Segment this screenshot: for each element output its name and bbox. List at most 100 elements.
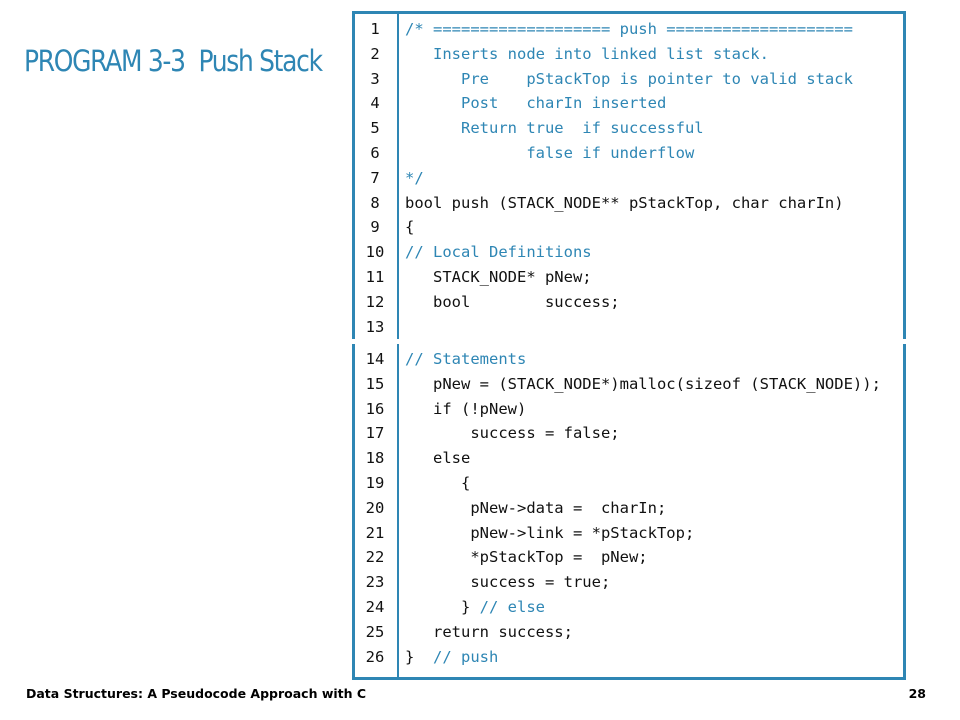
trailing-comment: // else [479, 598, 545, 616]
code-comment: /* =================== push ============… [405, 17, 853, 42]
line-number: 1 [370, 20, 380, 38]
code-text: *pStackTop = pNew; [405, 545, 648, 570]
line-number: 5 [370, 119, 380, 138]
line-number: 24 [365, 598, 385, 616]
code-statement: if (!pNew) [405, 399, 527, 418]
code-line: 2 Inserts node into linked list stack. [355, 42, 903, 67]
line-number: 13 [365, 317, 385, 336]
code-statement: { [405, 218, 415, 237]
gutter-divider [397, 344, 399, 677]
code-text: pNew = (STACK_NODE*)malloc(sizeof (STACK… [405, 372, 881, 397]
code-statement: STACK_NODE* pNew; [405, 268, 592, 286]
code-line: 22 *pStackTop = pNew; [355, 545, 903, 570]
line-number: 18 [365, 449, 385, 468]
code-text: pNew->data = charIn; [405, 496, 666, 521]
line-number: 17 [365, 424, 385, 443]
code-line: 17 success = false; [355, 421, 903, 446]
code-statement: pNew->link = *pStackTop; [405, 523, 695, 542]
line-number: 20 [365, 498, 385, 517]
line-number: 6 [370, 144, 380, 162]
code-text: } // else [405, 595, 545, 620]
code-statement: bool push (STACK_NODE** pStackTop, char … [405, 193, 844, 212]
code-line: 24 } // else [355, 595, 903, 620]
gutter-divider [397, 14, 399, 339]
line-number: 25 [365, 622, 385, 641]
code-line: 8 bool push (STACK_NODE** pStackTop, char… [355, 191, 903, 216]
code-text: success = true; [405, 570, 610, 595]
code-line: 14 // Statements [355, 347, 903, 372]
code-line: 7*/ [355, 166, 903, 191]
code-comment: */ [405, 166, 424, 191]
code-line: 19 { [355, 471, 903, 496]
code-text: { [405, 471, 470, 496]
code-text: { [405, 215, 414, 240]
code-text: bool success; [405, 290, 620, 315]
code-comment: false if underflow [405, 141, 694, 166]
code-statement: Inserts node into linked list stack. [405, 44, 769, 63]
line-number: 23 [365, 573, 385, 592]
code-statement: // Local Definitions [405, 243, 592, 262]
code-line: 26 } // push [355, 645, 903, 670]
line-number: 4 [370, 94, 380, 113]
code-comment: Post charIn inserted [405, 91, 666, 116]
code-comment: // Local Definitions [405, 240, 592, 265]
line-number: 22 [365, 548, 385, 567]
line-number: 26 [365, 647, 385, 666]
code-line: 9{ [355, 215, 903, 240]
code-line: 6 false if underflow [355, 141, 903, 166]
program-title: PROGRAM 3-3 Push Stack [24, 44, 323, 78]
code-statement: false if underflow [405, 144, 695, 162]
code-line: 18 else [355, 446, 903, 471]
code-statement: */ [405, 168, 424, 187]
code-statement: { [405, 474, 471, 492]
line-number: 12 [365, 292, 385, 311]
code-line: 11 STACK_NODE* pNew; [355, 265, 903, 290]
code-statement: } [405, 598, 480, 616]
code-comment: Return true if successful [405, 116, 704, 141]
code-statement: Post charIn inserted [405, 94, 667, 113]
code-comment: // Statements [405, 347, 526, 372]
code-comment: Inserts node into linked list stack. [405, 42, 769, 67]
code-text: } // push [405, 645, 498, 670]
code-statement: *pStackTop = pNew; [405, 548, 648, 567]
code-line: 20 pNew->data = charIn; [355, 496, 903, 521]
code-line: 3 Pre pStackTop is pointer to valid stac… [355, 67, 903, 92]
code-line: 1 /* =================== push ===========… [355, 17, 903, 42]
code-statement: pNew->data = charIn; [405, 498, 667, 517]
line-number: 9 [370, 218, 380, 237]
code-statement: Return true if successful [405, 119, 704, 138]
code-text: bool push (STACK_NODE** pStackTop, char … [405, 191, 844, 216]
code-line: 23 success = true; [355, 570, 903, 595]
footer-book-title: Data Structures: A Pseudocode Approach w… [26, 686, 367, 701]
program-name: Push Stack [198, 44, 323, 78]
program-number: PROGRAM 3-3 [24, 44, 186, 78]
code-line: 25 return success; [355, 620, 903, 645]
code-text: if (!pNew) [405, 397, 526, 422]
code-line: 10// Local Definitions [355, 240, 903, 265]
line-number: 8 [370, 193, 380, 212]
line-number: 19 [365, 474, 385, 492]
code-statement: /* =================== push ============… [405, 20, 853, 38]
code-line: 16 if (!pNew) [355, 397, 903, 422]
line-number: 2 [370, 44, 380, 63]
code-statement: success = true; [405, 573, 611, 592]
code-line: 15 pNew = (STACK_NODE*)malloc(sizeof (ST… [355, 372, 903, 397]
code-statement: else [405, 449, 471, 468]
code-line: 4 Post charIn inserted [355, 91, 903, 116]
line-number: 11 [365, 268, 385, 286]
code-panel-top: 1 /* =================== push ===========… [352, 11, 906, 339]
code-text: STACK_NODE* pNew; [405, 265, 592, 290]
line-number: 21 [365, 523, 385, 542]
code-statement: Pre pStackTop is pointer to valid stack [405, 69, 853, 88]
code-statement: bool success; [405, 292, 620, 311]
code-text: success = false; [405, 421, 619, 446]
code-statement: // Statements [405, 350, 527, 368]
code-statement: return success; [405, 622, 573, 641]
code-statement: } [405, 647, 433, 666]
line-number: 14 [365, 350, 385, 368]
line-number: 16 [365, 399, 385, 418]
code-statement: pNew = (STACK_NODE*)malloc(sizeof (STACK… [405, 374, 881, 393]
code-text: return success; [405, 620, 573, 645]
code-line: 5 Return true if successful [355, 116, 903, 141]
code-panel-bottom: 14 // Statements 15 pNew = (STACK_NODE*)ma… [352, 344, 906, 680]
